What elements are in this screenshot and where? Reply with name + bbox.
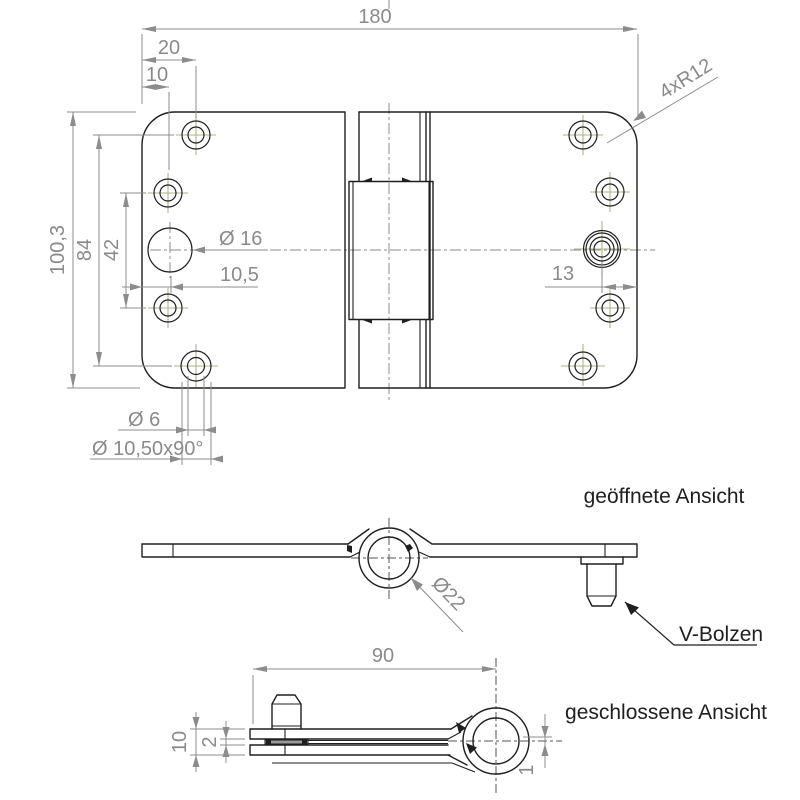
dim-span-42: 42 (101, 192, 146, 309)
opened-left-leaf (141, 528, 370, 558)
opened-view: geöffnete Ansicht Ø22 (141, 485, 763, 646)
closed-knuckle (447, 707, 530, 775)
leader-corner-radius: 4xR12 (606, 54, 719, 144)
dim-90: 90 (252, 645, 496, 724)
opened-knuckle-centerlines (351, 518, 428, 599)
dim-text-10: 10 (146, 64, 168, 86)
hole-dia16 (147, 227, 193, 273)
label-text-v-bolzen: V-Bolzen (679, 623, 763, 646)
closed-pin (271, 694, 302, 730)
dim-text-offset-1: 1 (516, 764, 538, 775)
dim-text-dia16: Ø 16 (219, 228, 262, 250)
pin-collar-section (264, 739, 309, 745)
v-bolzen-pin (580, 556, 624, 607)
dim-text-dia22: Ø22 (427, 573, 469, 615)
dim-text-gap-2: 2 (199, 736, 221, 747)
dim-countersink: Ø 10,50x90° (90, 382, 223, 465)
dim-10-5: 10,5 (122, 264, 259, 293)
dim-text-84: 84 (74, 239, 96, 261)
opened-view-title: geöffnete Ansicht (584, 485, 745, 508)
dim-text-closed-10: 10 (169, 731, 191, 753)
leader-dia22: Ø22 (410, 573, 469, 633)
dim-offset-1: 1 (516, 714, 552, 776)
opened-right-leaf (405, 528, 638, 558)
dim-text-90: 90 (372, 645, 394, 667)
dim-offset-10: 10 (142, 64, 170, 170)
dim-dia6: Ø 6 (118, 376, 216, 436)
closed-view: geschlossene Ansicht (169, 645, 767, 796)
callout-dia16: Ø 16 (193, 228, 268, 254)
dim-text-42: 42 (101, 239, 123, 261)
closed-view-title: geschlossene Ansicht (565, 701, 767, 724)
dim-overall-height: 100,3 (47, 111, 140, 389)
left-leaf-outline (141, 111, 346, 389)
dim-text-dia6: Ø 6 (128, 409, 160, 431)
dim-gap-2: 2 (199, 721, 245, 763)
dim-text-10-5: 10,5 (220, 264, 259, 286)
opened-knuckle-inner (367, 536, 411, 580)
dim-text-13: 13 (552, 263, 574, 285)
right-leaf-outline (429, 111, 638, 389)
dim-height-10: 10 (169, 712, 245, 772)
top-view: 180 20 10 100,3 84 4 (47, 0, 719, 465)
dim-text-countersink: Ø 10,50x90° (92, 438, 203, 460)
centerlines (150, 0, 655, 401)
v-bolzen-label: V-Bolzen (624, 601, 763, 646)
opened-knuckle-outer (358, 527, 420, 589)
closed-leaves (249, 728, 452, 764)
dim-13: 13 (545, 262, 637, 293)
holes (147, 120, 625, 382)
closed-knuckle-centerlines (448, 658, 562, 796)
dim-overall-width: 180 (141, 6, 639, 120)
dim-text-20: 20 (158, 37, 180, 59)
dim-text-100-3: 100,3 (47, 225, 69, 275)
hinge-knuckle (348, 111, 434, 389)
dim-span-84: 84 (74, 134, 174, 367)
dim-offset-20: 20 (142, 37, 197, 118)
dim-text-180: 180 (358, 6, 391, 28)
